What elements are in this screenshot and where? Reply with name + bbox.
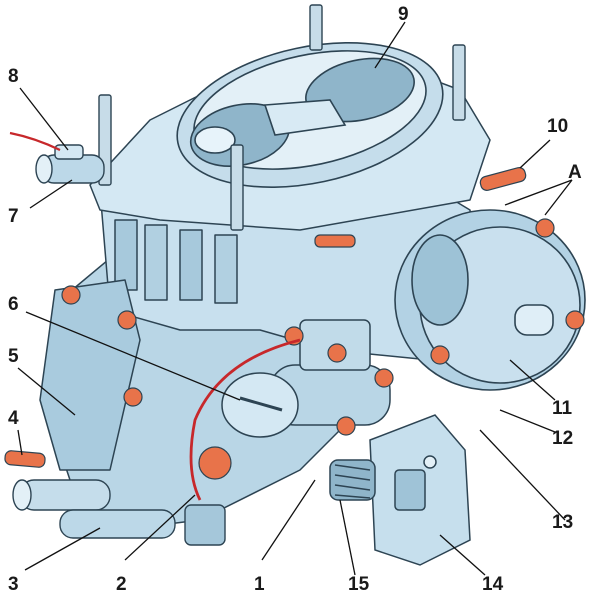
label-11: 11 xyxy=(552,398,573,419)
label-2: 2 xyxy=(116,574,127,595)
label-1: 1 xyxy=(254,574,265,595)
air-horn xyxy=(176,42,444,188)
throttle-body xyxy=(221,319,391,438)
label-15: 15 xyxy=(348,574,370,595)
label-12: 12 xyxy=(552,428,573,449)
label-7: 7 xyxy=(8,206,19,227)
lower-pipes xyxy=(12,479,226,546)
red-wire xyxy=(189,338,301,501)
label-14: 14 xyxy=(482,574,504,595)
fuel-inlet-fitting xyxy=(35,154,105,184)
label-6: 6 xyxy=(8,294,19,315)
label-5: 5 xyxy=(8,346,19,367)
label-13: 13 xyxy=(552,512,573,533)
label-3: 3 xyxy=(8,574,19,595)
adjusting-screws xyxy=(4,167,585,480)
throttle-lever xyxy=(369,414,471,566)
label-9: 9 xyxy=(398,4,409,25)
label-8: 8 xyxy=(8,66,19,87)
callout-labels: 1 2 3 4 5 6 7 8 9 10 11 12 13 14 15 A xyxy=(8,4,582,595)
label-A: A xyxy=(568,162,582,183)
leader-lines xyxy=(17,21,573,576)
electrical-connector xyxy=(9,131,84,160)
label-10: 10 xyxy=(547,116,568,137)
label-4: 4 xyxy=(8,408,19,429)
diaphragm-cover xyxy=(394,209,586,391)
return-spring xyxy=(329,459,376,501)
